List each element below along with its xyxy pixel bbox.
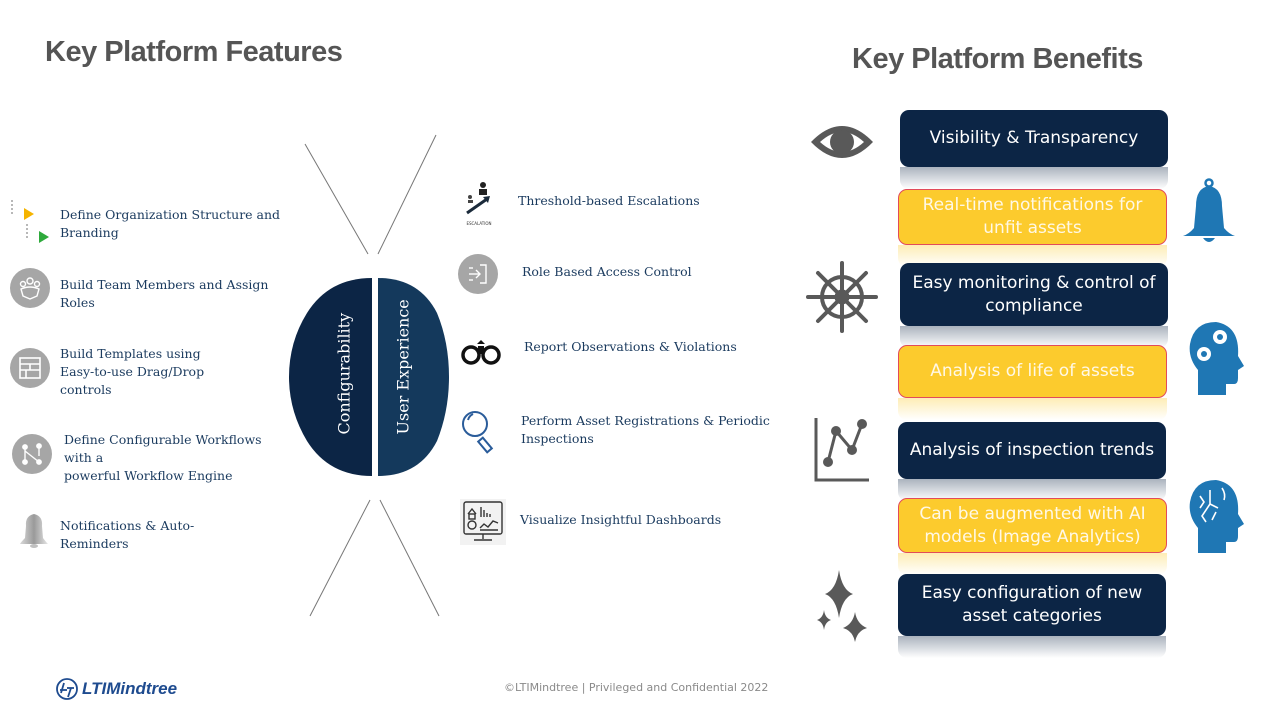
feature-text-line: Roles — [60, 295, 95, 310]
feature-workflows: Define Configurable Workflows with a pow… — [64, 431, 262, 485]
escalation-icon: ESCALATION — [457, 180, 501, 228]
configurability-half — [289, 278, 372, 476]
benefits-title: Key Platform Benefits — [852, 43, 1143, 75]
benefit-text: Visibility & Transparency — [929, 128, 1139, 148]
feature-asset-registrations: Perform Asset Registrations & Periodic I… — [521, 412, 770, 448]
feature-team-members: Build Team Members and Assign Roles — [60, 276, 268, 312]
feature-text-line: powerful Workflow Engine — [64, 468, 233, 483]
feature-text-line: Build Templates using — [60, 346, 201, 361]
copyright-text: ©LTIMindtree | Privileged and Confidenti… — [504, 681, 769, 694]
feature-text-line: controls — [60, 382, 112, 397]
benefit-reflection — [900, 326, 1168, 348]
user-experience-half — [378, 278, 449, 476]
feature-escalations: Threshold-based Escalations — [518, 193, 700, 208]
feature-text-line: Perform Asset Registrations & Periodic — [521, 413, 770, 428]
benefit-text: compliance — [985, 295, 1083, 316]
benefit-text: asset categories — [962, 606, 1102, 626]
magnifier-icon — [460, 408, 500, 454]
binoculars-icon — [460, 338, 502, 368]
benefit-reflection — [898, 553, 1167, 575]
org-structure-icon — [8, 198, 53, 248]
feature-text-line: Easy-to-use Drag/Drop — [60, 364, 205, 379]
benefit-reflection — [900, 167, 1168, 189]
feature-templates: Build Templates using Easy-to-use Drag/D… — [60, 345, 204, 399]
feature-text-line: Define Organization Structure and — [60, 207, 281, 222]
feature-observations: Report Observations & Violations — [524, 339, 737, 354]
ship-wheel-icon — [806, 260, 878, 334]
benefit-realtime-notifications: Real-time notifications for unfit assets — [898, 189, 1167, 245]
benefit-text: Analysis of inspection trends — [909, 440, 1155, 460]
benefit-text: Real-time notifications for — [922, 195, 1143, 215]
dashboard-icon — [460, 499, 506, 545]
templates-icon — [10, 348, 50, 388]
head-circuit-icon — [1188, 478, 1246, 554]
benefit-asset-categories: Easy configuration of new asset categorie… — [898, 574, 1166, 636]
benefit-life-of-assets: Analysis of life of assets — [898, 345, 1167, 398]
feature-org-structure: Define Organization Structure and Brandi… — [60, 206, 280, 242]
access-control-icon — [458, 254, 498, 294]
benefit-reflection — [898, 245, 1167, 267]
benefit-text: Analysis of life of assets — [930, 361, 1135, 381]
feature-text-line: Branding — [60, 225, 119, 240]
benefit-text: Easy configuration of new — [921, 583, 1143, 603]
feature-text-line: Build Team Members and Assign — [60, 277, 269, 292]
sparkles-icon — [815, 568, 871, 644]
benefit-reflection — [898, 636, 1166, 658]
workflow-icon — [12, 434, 52, 474]
head-gears-icon — [1188, 320, 1246, 396]
benefit-text: models (Image Analytics) — [924, 526, 1141, 547]
feature-text-line: with a — [64, 450, 104, 465]
feature-text-line: Inspections — [521, 431, 594, 446]
line-chart-icon — [813, 416, 871, 482]
split-oval — [289, 278, 449, 476]
benefit-visibility: Visibility & Transparency — [900, 110, 1168, 167]
feature-dashboards: Visualize Insightful Dashboards — [520, 512, 722, 527]
bell-icon — [1180, 178, 1238, 248]
ltimindtree-logo-icon — [55, 677, 79, 701]
benefit-reflection — [898, 479, 1166, 501]
feature-access-control: Role Based Access Control — [522, 264, 692, 279]
benefit-inspection-trends: Analysis of inspection trends — [898, 422, 1166, 479]
feature-text-line: Notifications & Auto- — [60, 518, 195, 533]
user-experience-label: User Experience — [393, 299, 413, 435]
connector-lines — [304, 134, 440, 617]
team-members-icon — [10, 268, 50, 308]
feature-notifications: Notifications & Auto- Reminders — [60, 517, 194, 553]
escalation-caption: ESCALATION — [466, 221, 491, 226]
benefit-text: Easy monitoring & control of — [912, 272, 1156, 293]
features-title: Key Platform Features — [45, 36, 343, 68]
feature-text-line: Reminders — [60, 536, 129, 551]
benefit-reflection — [898, 398, 1167, 420]
benefit-text: Can be augmented with AI — [919, 503, 1146, 524]
ltimindtree-logo-text: LTIMindtree — [82, 679, 178, 698]
benefit-text: unfit assets — [983, 218, 1082, 238]
bell-icon — [18, 512, 50, 550]
feature-text-line: Define Configurable Workflows — [64, 432, 262, 447]
eye-icon — [808, 118, 876, 166]
configurability-label: Configurability — [334, 312, 354, 435]
